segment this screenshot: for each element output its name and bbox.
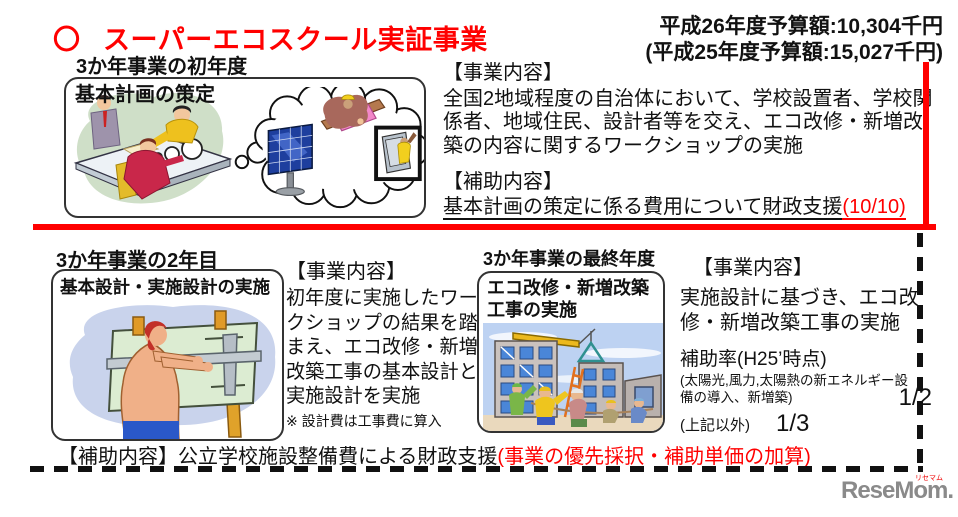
year3-subsidy-item1-value: 1/2 (898, 384, 932, 411)
year3-subsidy-item1-label: (太陽光,風力,太陽熱の新エネルギー設備の導入、新増築) (680, 373, 908, 405)
budget-line-h26: 平成26年度予算額:10,304千円 (659, 15, 943, 38)
dashed-border-horizontal (30, 466, 923, 472)
year3-business-body: 実施設計に基づき、エコ改修・新増改築工事の実施 (680, 287, 919, 334)
year3-subsidy-rate-heading: 補助率(H25’時点) (680, 349, 827, 370)
year1-subsidy-body: 基本計画の策定に係る費用について財政支援 (443, 195, 843, 220)
footer-subsidy-red: (事業の優先採択・補助単価の加算) (497, 446, 811, 468)
year1-text-block: 【事業内容】 全国2地域程度の自治体において、学校設置者、学校関係者、地域住民、… (443, 62, 937, 220)
eco-ideas-cloud-illustration (234, 87, 424, 209)
dashed-border-vertical (917, 233, 923, 468)
year3-subsidy-item1: (太陽光,風力,太陽熱の新エネルギー設備の導入、新増築) 1/2 (680, 372, 932, 411)
year3-subsidy-item2-value: 1/3 (776, 410, 810, 437)
year1-subsidy-title: 【補助内容】 (443, 171, 563, 193)
footer-subsidy-black: 【補助内容】公立学校施設整備費による財政支援 (58, 446, 498, 468)
year1-business-body: 全国2地域程度の自治体において、学校設置者、学校関係者、地域住民、設計者等を交え… (443, 87, 933, 157)
year3-box-label: エコ改修・新増改築工事の実施 (487, 278, 649, 320)
drafting-illustration (69, 305, 276, 439)
year2-business-title: 【事業内容】 (286, 261, 406, 283)
year1-box-label: 基本計画の策定 (75, 84, 215, 106)
year1-subsidy-ratio: (10/10) (842, 195, 906, 220)
year2-heading: 3か年事業の2年目 (56, 250, 219, 272)
year3-subsidy-item2-label: (上記以外) (680, 416, 750, 434)
year2-box-label: 基本設計・実施設計の実施 (60, 277, 270, 297)
year3-box: エコ改修・新増改築工事の実施 (477, 271, 665, 433)
red-border-vertical (923, 62, 929, 229)
year2-text-block: 【事業内容】 初年度に実施したワークショップの結果を踏まえ、エコ改修・新増改築工… (286, 255, 480, 430)
resemom-logo-ruby: リセマム (915, 475, 944, 482)
year3-subsidy-item2: (上記以外) 1/3 (680, 410, 932, 438)
year2-note: ※ 設計費は工事費に算入 (286, 412, 442, 429)
year1-heading: 3か年事業の初年度 (76, 56, 248, 78)
year1-business-title: 【事業内容】 (443, 62, 563, 84)
meeting-illustration (73, 92, 233, 204)
page-title: スーパーエコスクール実証事業 (103, 25, 488, 55)
red-divider-line (33, 224, 936, 230)
year3-heading: 3か年事業の最終年度 (483, 249, 656, 269)
budget-block: 平成26年度予算額:10,304千円 (平成25年度予算額:15,027千円) (645, 14, 943, 66)
year2-box: 基本設計・実施設計の実施 (51, 269, 284, 441)
title-bullet: 〇 (53, 25, 80, 55)
resemom-logo-text: ReseMom. (841, 477, 954, 504)
year3-text-block: 【事業内容】 実施設計に基づき、エコ改修・新増改築工事の実施 補助率(H25’時… (680, 251, 932, 438)
year1-box: 基本計画の策定 (64, 77, 426, 218)
construction-illustration (483, 323, 663, 431)
budget-line-h25: (平成25年度予算額:15,027千円) (645, 41, 943, 64)
year2-business-body: 初年度に実施したワークショップの結果を踏まえ、エコ改修・新増改築工事の基本設計と… (286, 288, 478, 407)
year3-business-title: 【事業内容】 (693, 257, 813, 279)
resemom-logo: ReseMom. リセマム (841, 475, 954, 505)
footer-subsidy-line: 【補助内容】公立学校施設整備費による財政支援(事業の優先採択・補助単価の加算) (58, 440, 811, 469)
